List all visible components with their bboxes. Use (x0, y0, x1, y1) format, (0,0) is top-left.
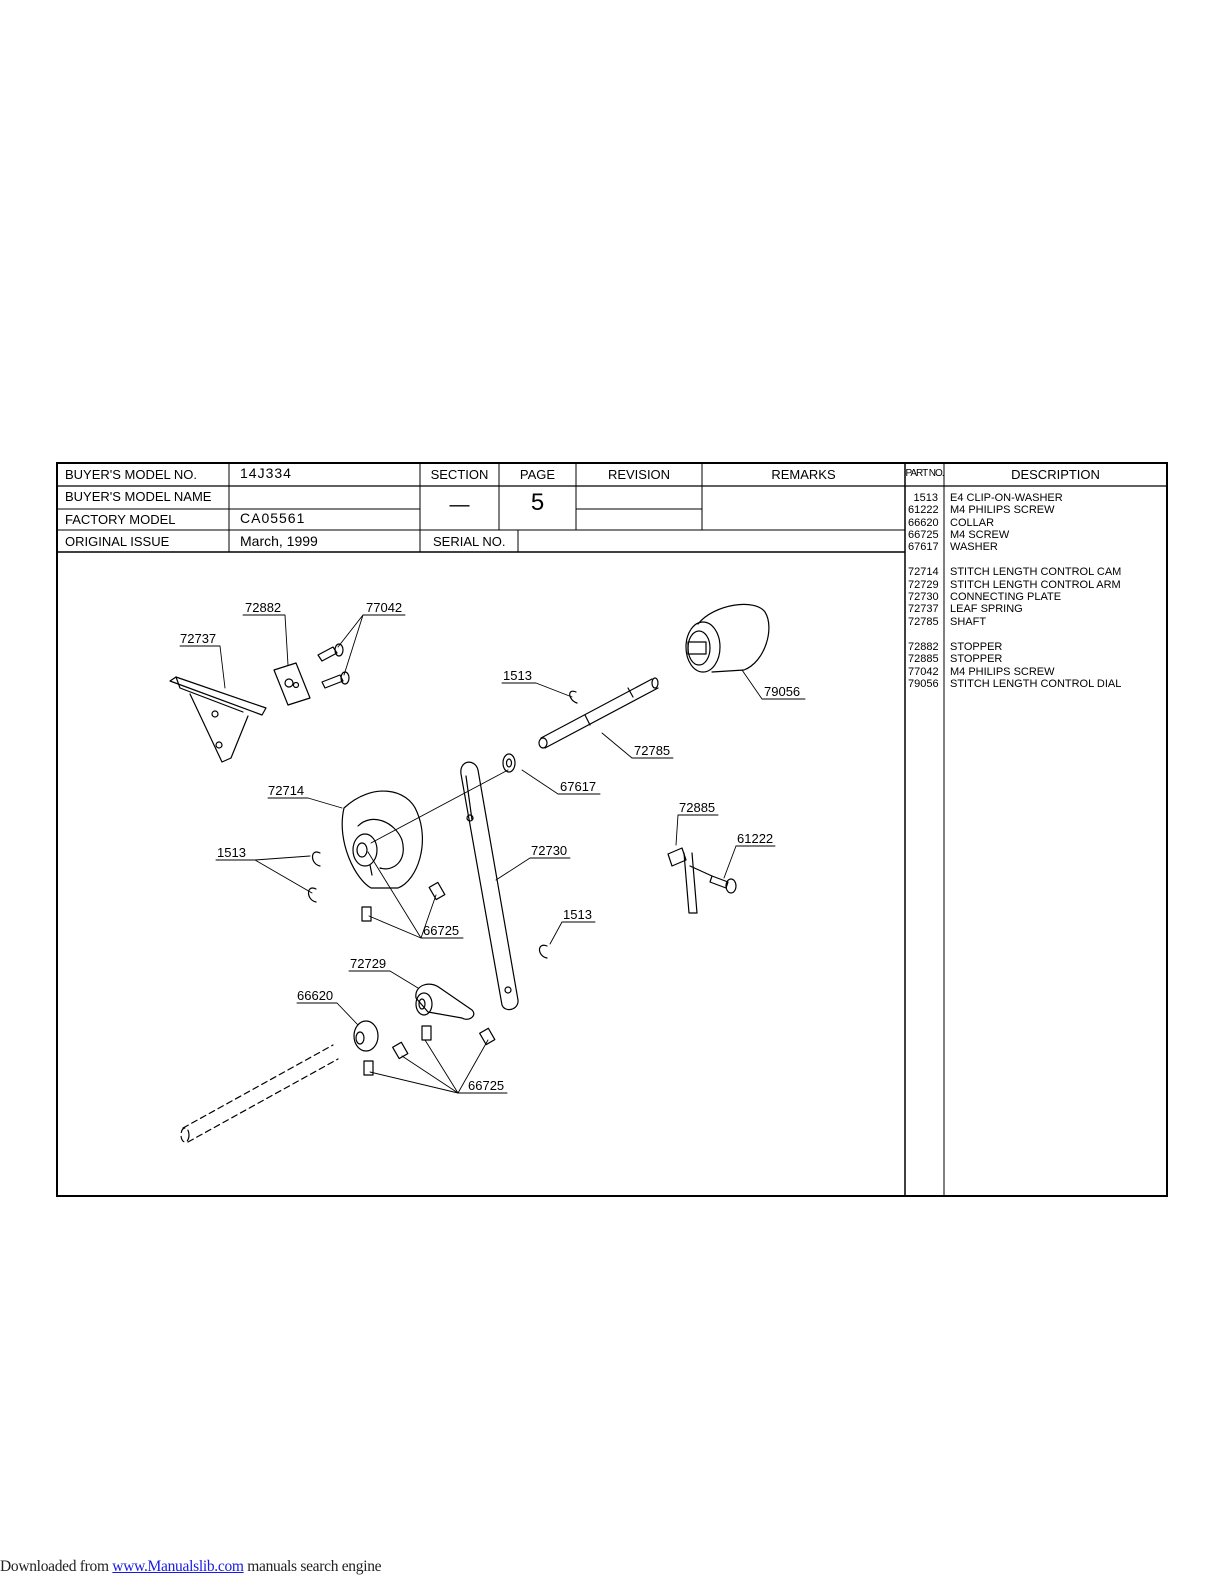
buyers-model-no-value: 14J334 (240, 465, 292, 481)
footer-prefix: Downloaded from (0, 1558, 113, 1575)
remarks-label: REMARKS (771, 467, 836, 482)
footer: Downloaded from www.Manualslib.com manua… (0, 1558, 382, 1576)
footer-suffix: manuals search engine (243, 1558, 382, 1575)
table-grid (56, 462, 1168, 1197)
buyers-model-no-label: BUYER'S MODEL NO. (65, 467, 198, 482)
parts-sheet: BUYER'S MODEL NO. 14J334 BUYER'S MODEL N… (56, 462, 1168, 1197)
factory-model-label: FACTORY MODEL (65, 512, 176, 527)
description-label: DESCRIPTION (1011, 467, 1100, 482)
page-label: PAGE (519, 467, 556, 482)
original-issue-label: ORIGINAL ISSUE (65, 534, 170, 549)
serial-no-label: SERIAL NO. (433, 534, 506, 549)
factory-model-value: CA05561 (240, 510, 306, 526)
section-label: SECTION (430, 467, 489, 482)
buyers-model-name-label: BUYER'S MODEL NAME (65, 489, 212, 504)
part-no-label: PART NO. (905, 468, 944, 479)
original-issue-value: March, 1999 (240, 533, 318, 549)
page-number: 5 (530, 489, 545, 516)
revision-label: REVISION (607, 467, 671, 482)
manualslib-link[interactable]: www.Manualslib.com (112, 1558, 244, 1575)
section-value: — (449, 494, 470, 516)
